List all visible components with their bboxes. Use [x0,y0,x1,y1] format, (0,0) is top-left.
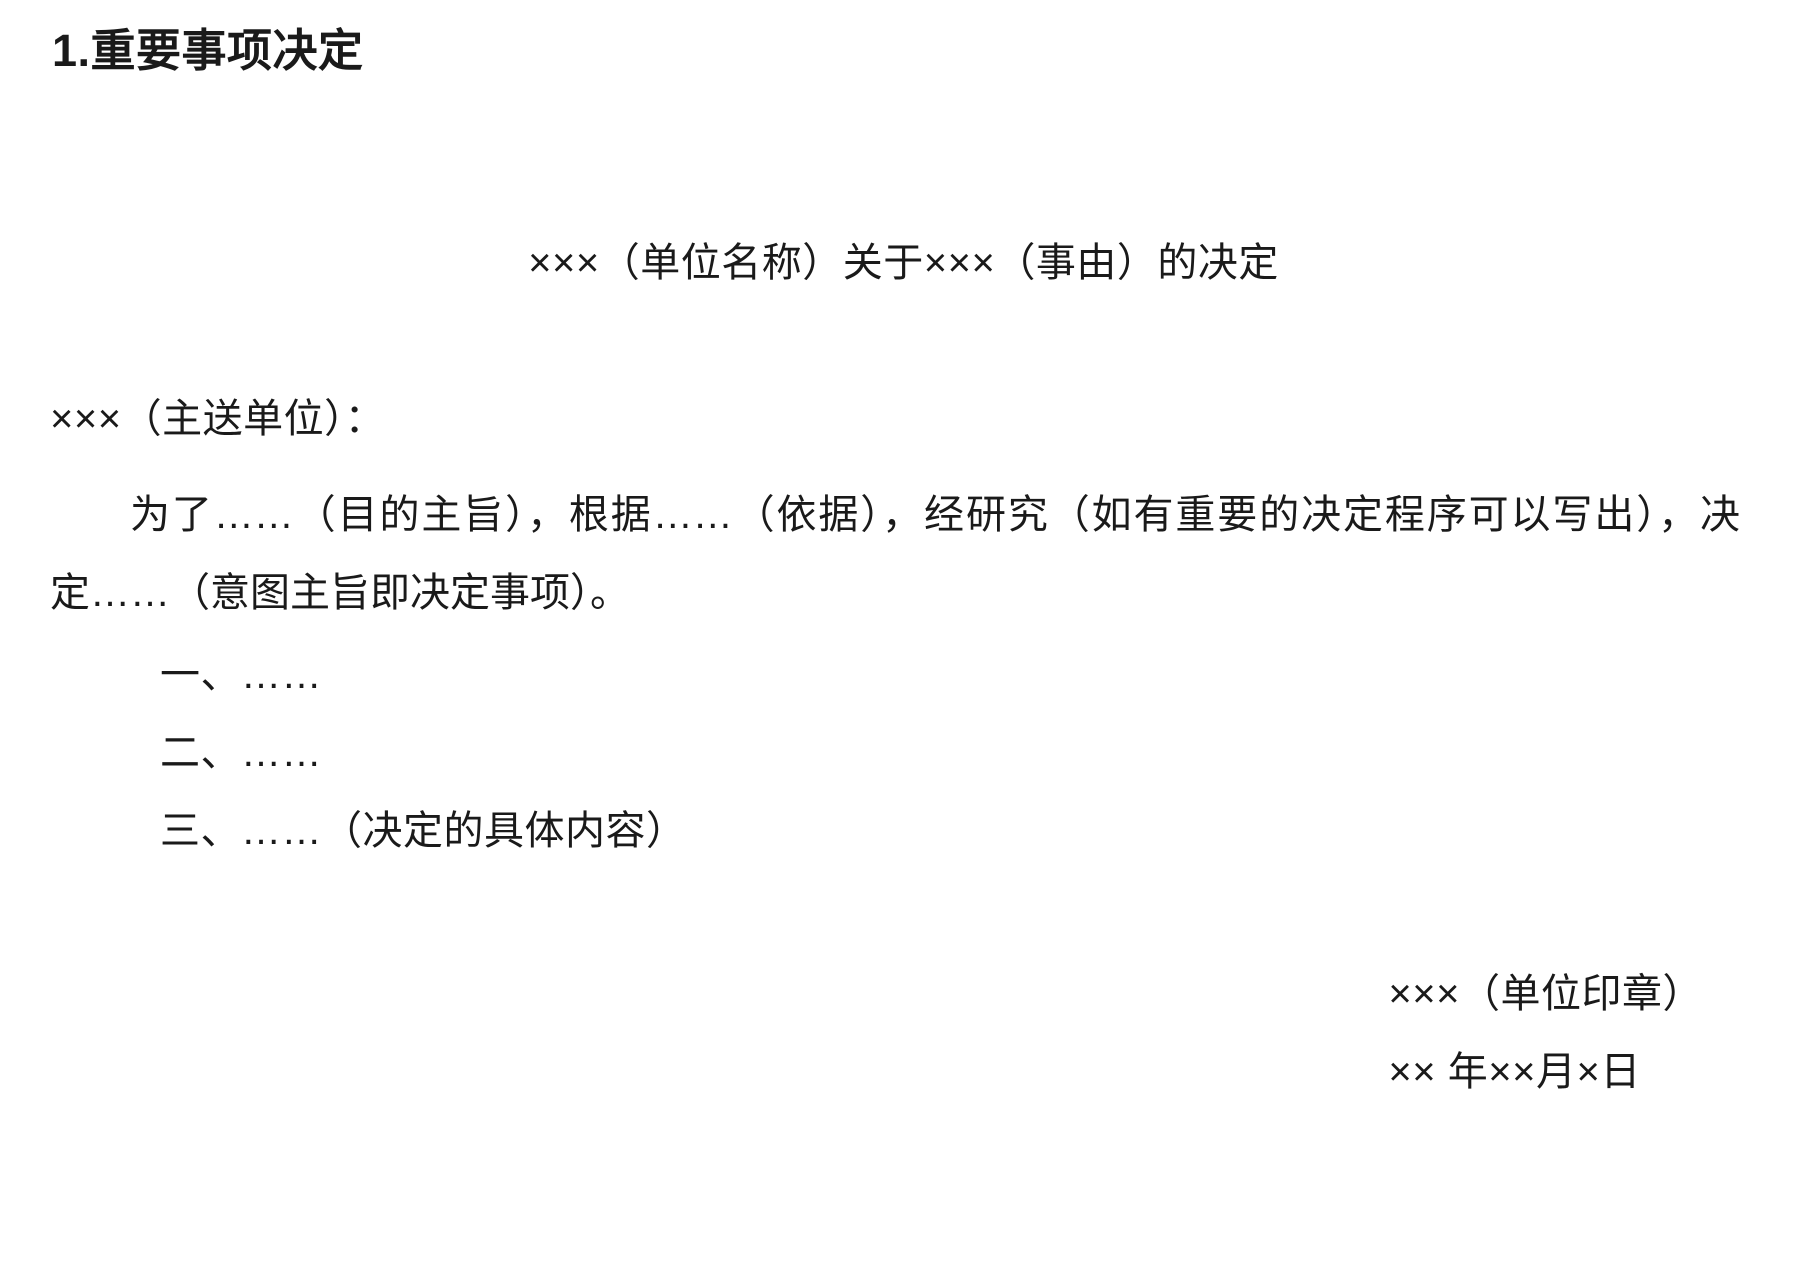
decision-item: 二、…… [160,731,322,775]
signature-block: ×××（单位印章） ×× 年××月×日 [1388,955,1703,1111]
signature-seal: ×××（单位印章） [1388,972,1703,1016]
decision-item-list: 一、…… 二、…… 三、……（决定的具体内容） [50,636,1740,870]
decision-item: 一、…… [160,653,322,697]
document-addressee: ×××（主送单位）： [50,397,386,441]
document-title: ×××（单位名称）关于×××（事由）的决定 [528,241,1279,285]
signature-date: ×× 年××月×日 [1388,1050,1641,1094]
section-heading: 1.重要事项决定 [52,25,364,76]
decision-item: 三、……（决定的具体内容） [160,809,687,853]
document-body-paragraph: 为了……（目的主旨），根据……（依据），经研究（如有重要的决定程序可以写出），决… [50,493,1740,615]
